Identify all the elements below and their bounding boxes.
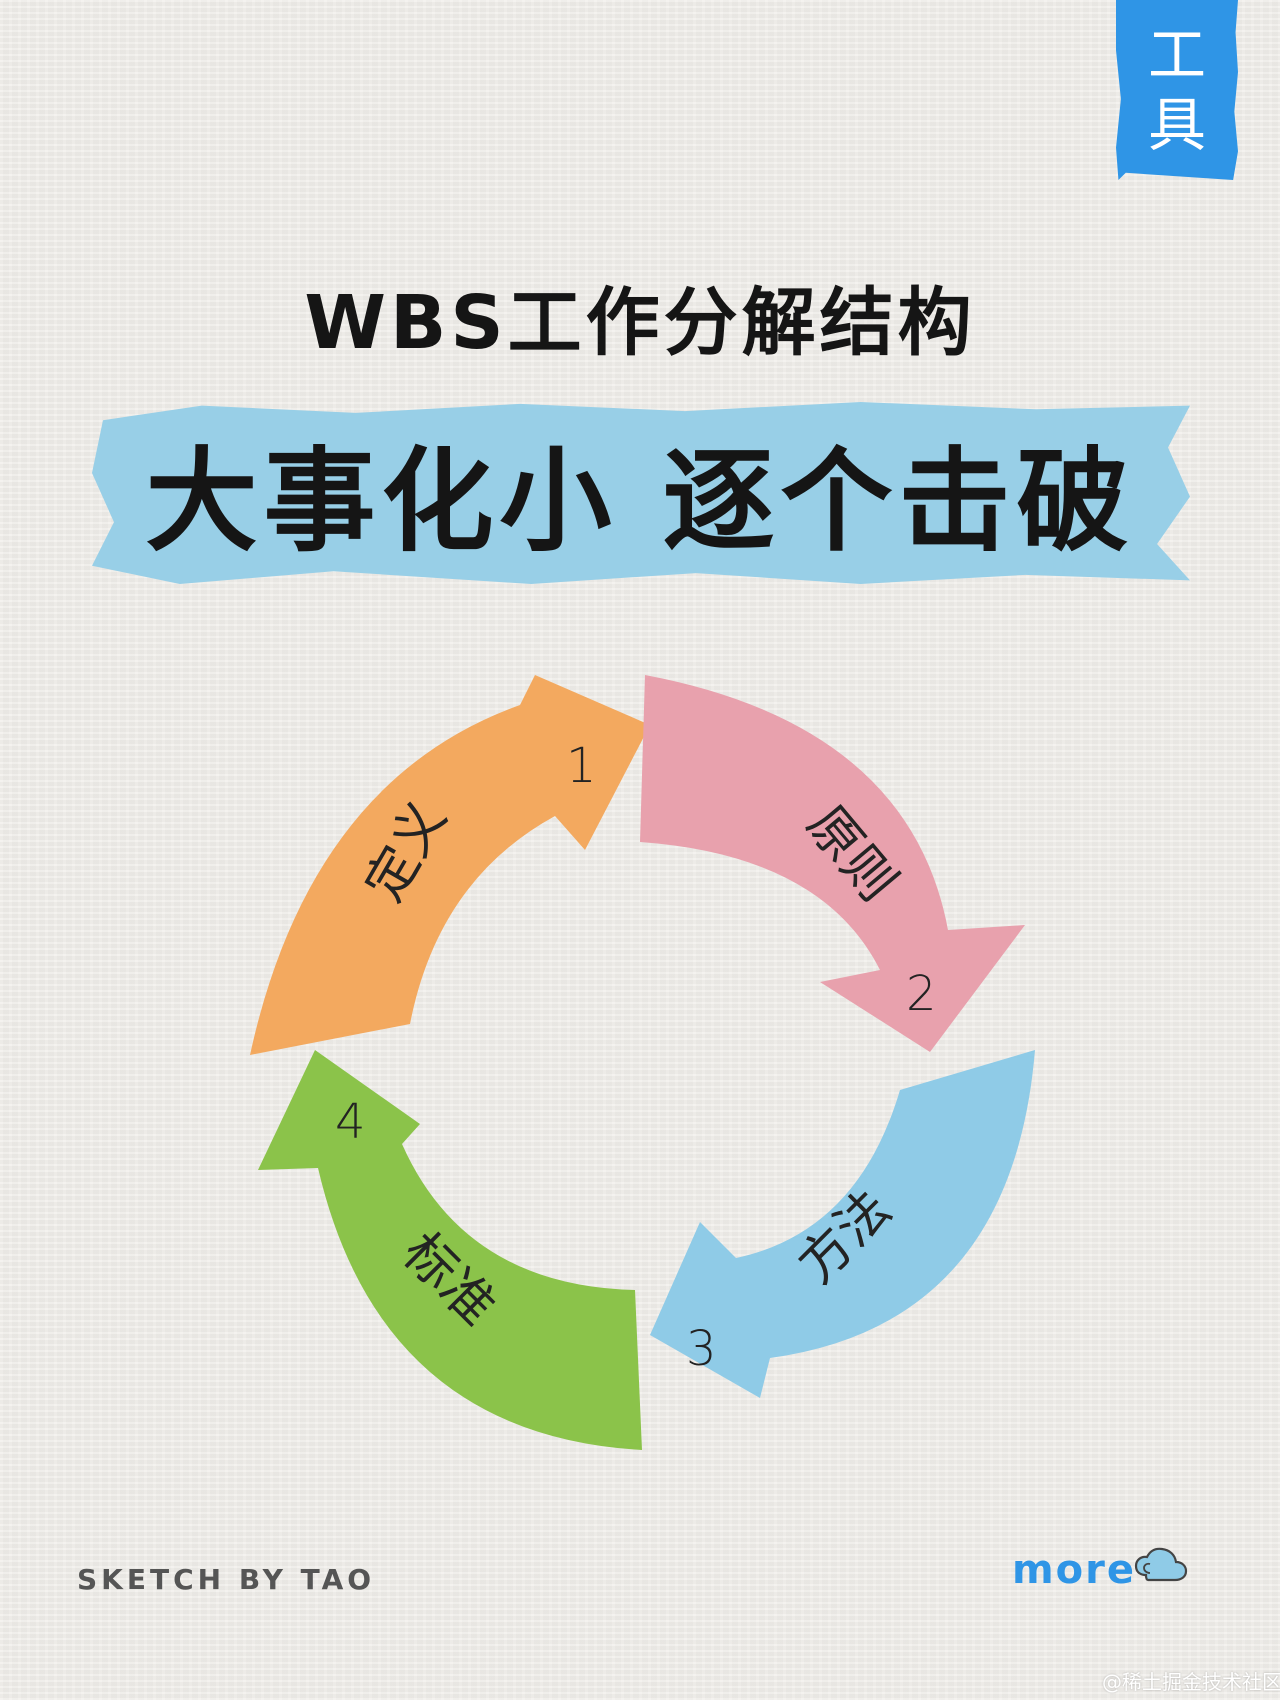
footer-more-link[interactable]: more (1012, 1547, 1137, 1593)
corner-tag-char-1: 工 (1147, 21, 1206, 89)
corner-tag-char-2: 具 (1147, 91, 1206, 159)
headline: 大事化小 逐个击破 (145, 437, 1135, 567)
cloud-icon-svg (1134, 1547, 1188, 1582)
cloud-icon[interactable] (1132, 1545, 1190, 1585)
watermark: @稀土掘金技术社区 (1102, 1670, 1280, 1694)
footer-sketch-credit: SKETCH BY TAO (77, 1563, 376, 1596)
headline-brush (92, 402, 1190, 584)
subtitle: WBS工作分解结构 (304, 280, 976, 366)
corner-tag: 工 具 (1116, 0, 1238, 180)
